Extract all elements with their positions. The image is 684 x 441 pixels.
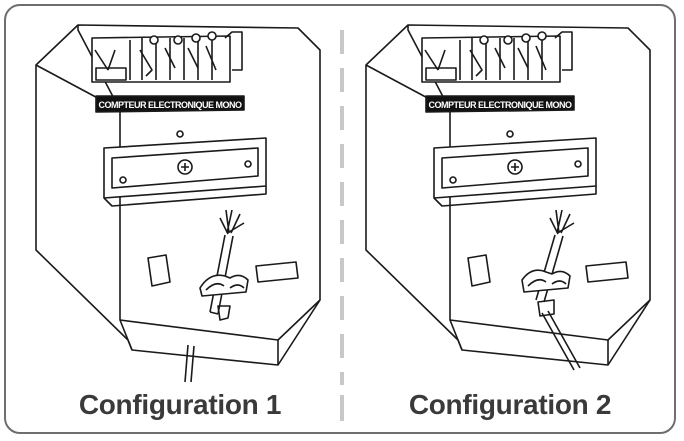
- caption-divider: [340, 395, 344, 421]
- meter-box-illustration-2: COMPTEUR ELECTRONIQUE MONO: [365, 24, 651, 371]
- meter-label-text: COMPTEUR ELECTRONIQUE MONO: [98, 100, 242, 110]
- caption-configuration-2: Configuration 2: [408, 389, 612, 420]
- panel-configuration-2: COMPTEUR ELECTRONIQUE MONO: [350, 10, 680, 385]
- meter-box-illustration-1: COMPTEUR ELECTRONIQUE MONO: [35, 24, 321, 383]
- caption-configuration-1: Configuration 1: [78, 389, 282, 420]
- panel-configuration-1: COMPTEUR ELECTRONIQUE MONO: [20, 10, 350, 385]
- panel-divider: [340, 30, 344, 385]
- meter-label-text: COMPTEUR ELECTRONIQUE MONO: [428, 100, 572, 110]
